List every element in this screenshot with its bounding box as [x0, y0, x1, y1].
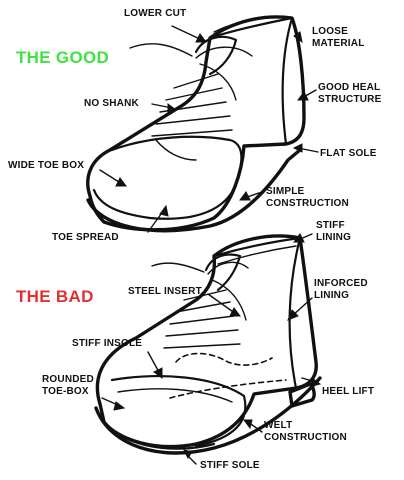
bad-shoe-pointers [101, 233, 322, 465]
label-rounded-line1: ROUNDED [42, 374, 94, 385]
label-toe-spread: TOE SPREAD [52, 232, 119, 243]
label-lower-cut: LOWER CUT [124, 8, 187, 19]
label-good-heal-line1: GOOD HEAL [318, 82, 381, 93]
label-stiff-lining-line1: STIFF [316, 220, 345, 231]
label-good-heal-line2: STRUCTURE [318, 94, 382, 105]
label-loose-material-line2: MATERIAL [312, 38, 365, 49]
label-welt-line2: CONSTRUCTION [264, 432, 347, 443]
label-flat-sole: FLAT SOLE [320, 148, 377, 159]
heading-bad: THE BAD [16, 287, 94, 306]
label-rounded-line2: TOE-BOX [42, 386, 89, 397]
label-wide-toe-box: WIDE TOE BOX [8, 160, 85, 171]
label-inforced-lining: INFORCED LINING [314, 278, 368, 302]
label-rounded-toe-box: ROUNDED TOE-BOX [42, 374, 94, 398]
bad-shoe [94, 234, 322, 455]
heading-good: THE GOOD [16, 48, 110, 67]
label-stiff-lining: STIFF LINING [316, 220, 351, 244]
label-welt-construction: WELT CONSTRUCTION [264, 420, 347, 444]
label-heel-lift: HEEL LIFT [322, 386, 375, 397]
label-loose-material: LOOSE MATERIAL [312, 26, 365, 50]
good-shoe-pointers [99, 25, 319, 233]
label-steel-insert: STEEL INSERT [128, 286, 202, 297]
label-stiff-lining-line2: LINING [316, 232, 352, 243]
label-good-heal-structure: GOOD HEAL STRUCTURE [318, 82, 381, 106]
label-simple-line2: CONSTRUCTION [266, 198, 349, 209]
label-inforced-line2: LINING [314, 290, 350, 301]
label-loose-material-line1: LOOSE [312, 26, 349, 37]
label-inforced-line1: INFORCED [314, 278, 368, 289]
label-stiff-insole: STIFF INSOLE [72, 338, 143, 349]
label-stiff-sole: STIFF SOLE [200, 460, 260, 471]
label-no-shank: NO SHANK [84, 98, 139, 109]
label-simple-construction: SIMPLE CONSTRUCTION [266, 186, 349, 210]
label-welt-line1: WELT [264, 420, 293, 431]
label-simple-line1: SIMPLE [266, 186, 305, 197]
